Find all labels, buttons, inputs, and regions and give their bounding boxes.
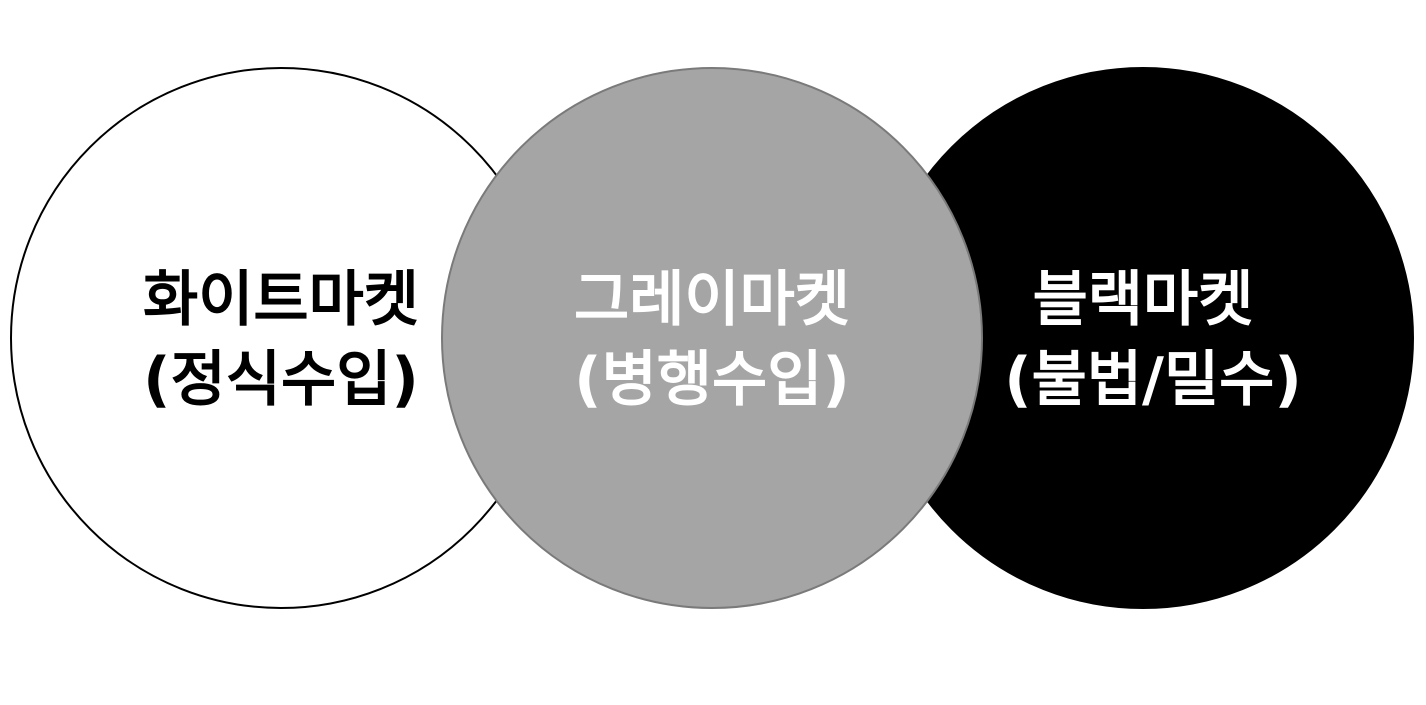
black-market-subtitle: (불법/밀수): [1004, 345, 1302, 415]
black-market-title: 블랙마켓: [1033, 265, 1254, 335]
white-market-subtitle: (정식수입): [143, 345, 419, 415]
white-market-title: 화이트마켓: [143, 265, 419, 335]
black-market-group: 블랙마켓 (불법/밀수): [872, 67, 1414, 609]
gray-market-group: 그레이마켓 (병행수입): [441, 67, 983, 609]
gray-market-circle: [441, 67, 983, 609]
gray-market-title: 그레이마켓: [574, 265, 850, 335]
gray-market-subtitle: (병행수입): [574, 345, 850, 415]
white-market-group: 화이트마켓 (정식수입): [10, 67, 552, 609]
